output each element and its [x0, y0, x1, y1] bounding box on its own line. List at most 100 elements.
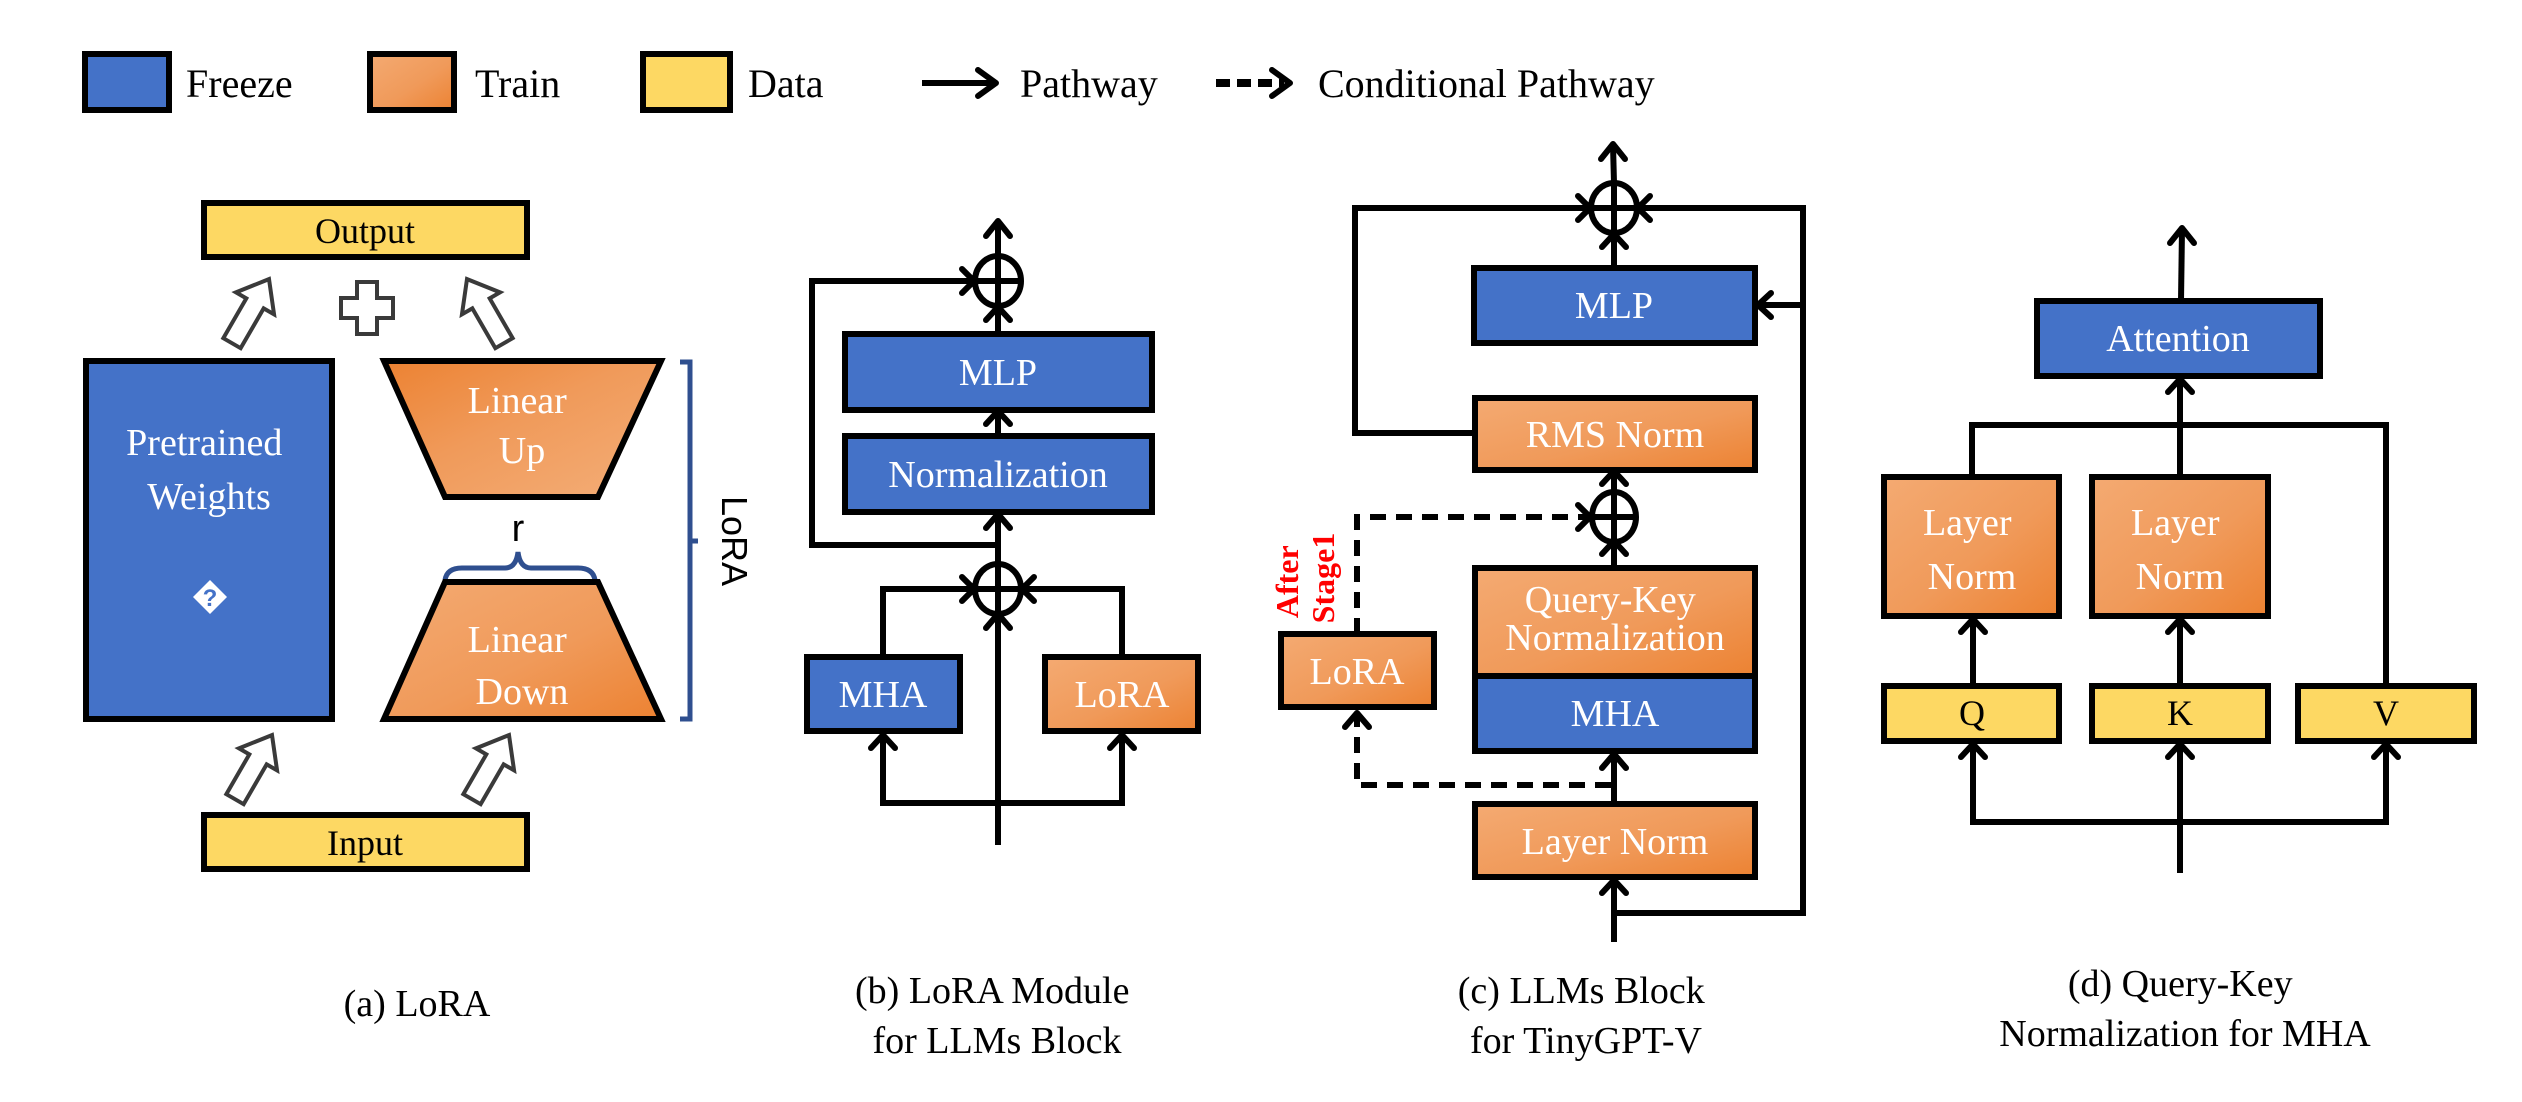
normalization-label: Normalization	[888, 454, 1107, 496]
mlp-box	[842, 331, 1155, 413]
panel-c-llms-block: Layer Norm MHA Query-Key Normalization L…	[1269, 141, 1806, 1062]
panel-a-lora: Output Pretrained Weights ? Linear Up r	[83, 200, 755, 1025]
lora-label: LoRA	[1075, 674, 1171, 716]
rank-brace	[442, 551, 598, 581]
legend-pathway-label: Pathway	[1020, 61, 1158, 106]
linear-up-line2: Up	[499, 430, 545, 472]
pretrained-label-line2: Weights	[147, 476, 271, 518]
q-label: Q	[1959, 693, 1985, 733]
layer-norm-label: Layer Norm	[1522, 821, 1709, 863]
dashed-arrow-icon	[1216, 67, 1293, 99]
annotation-line1: After	[1269, 546, 1305, 619]
branch-to-v	[2180, 745, 2389, 825]
legend-data-label: Data	[748, 61, 824, 106]
skip-connection	[809, 278, 998, 548]
layer-norm-k-label: Layer Norm	[2131, 502, 2229, 598]
linear-down-line2: Down	[476, 671, 569, 713]
panel-b-lora-module: MHA LoRA Normalization MLP (b) LoRA Modu…	[804, 218, 1201, 1062]
q-box	[1881, 683, 2062, 744]
panel-d-caption: (d) Query-Key Normalization for MHA	[1999, 963, 2371, 1055]
lora-label: LoRA	[1310, 651, 1406, 693]
mha-box	[804, 654, 963, 734]
legend: Freeze Train Data Pathway Conditional Pa…	[82, 51, 1655, 113]
linear-down-label: Linear Down	[468, 619, 577, 713]
legend-freeze-label: Freeze	[186, 61, 293, 106]
input-label: Input	[327, 823, 403, 863]
conditional-pathway-from-lora	[1354, 514, 1588, 634]
mha-to-add	[880, 586, 972, 656]
hollow-arrow-icon	[220, 276, 277, 351]
panel-d-qk-normalization: Q K V Layer Norm Layer Norm Attention (d…	[1881, 225, 2477, 1055]
attention-box	[2034, 298, 2323, 379]
add-icon	[1588, 180, 1640, 236]
mha-box	[1472, 673, 1758, 754]
output-box	[201, 200, 530, 260]
output-pathway	[1610, 144, 1617, 184]
output-pathway	[2178, 228, 2185, 302]
panel-c-caption-line2: for TinyGPT-V	[1470, 1020, 1703, 1062]
linear-up-line1: Linear	[468, 380, 568, 422]
branch-to-mha	[880, 736, 998, 806]
linear-down-trapezoid	[379, 579, 666, 722]
layer-norm-k-line2: Norm	[2136, 556, 2225, 598]
branch-to-q	[1970, 745, 2180, 825]
k-label: K	[2167, 693, 2193, 733]
v-label: V	[2373, 693, 2399, 733]
qk-normalization-label: Query-Key Normalization	[1505, 579, 1724, 659]
mha-label: MHA	[1571, 693, 1660, 735]
lora-bracket	[680, 359, 698, 722]
linear-up-label: Linear Up	[468, 380, 577, 472]
layer-norm-q-label: Layer Norm	[1923, 502, 2021, 598]
pretrained-weights-label: Pretrained Weights	[126, 422, 292, 518]
add-icon	[972, 561, 1024, 617]
qk-norm-line2: Normalization	[1505, 617, 1724, 659]
residual-right	[1614, 205, 1806, 916]
input-box	[201, 812, 530, 872]
legend-freeze: Freeze	[82, 51, 293, 113]
panel-d-caption-line2: Normalization for MHA	[1999, 1013, 2371, 1055]
add-icon	[1589, 489, 1639, 545]
panel-c-caption-line1: (c) LLMs Block	[1458, 970, 1705, 1012]
layer-norm-q-line1: Layer	[1923, 502, 2012, 544]
residual-left	[1352, 205, 1588, 436]
solid-arrow-icon	[922, 67, 999, 99]
linear-down-line1: Linear	[468, 619, 568, 661]
panel-b-caption: (b) LoRA Module for LLMs Block	[855, 970, 1139, 1062]
legend-train-label: Train	[475, 61, 560, 106]
panel-d-caption-line1: (d) Query-Key	[2068, 963, 2293, 1005]
legend-conditional-pathway: Conditional Pathway	[1216, 61, 1655, 106]
rank-label: r	[512, 508, 525, 550]
output-label: Output	[315, 211, 415, 251]
qk-norm-line1: Query-Key	[1525, 579, 1696, 621]
plus-icon	[339, 280, 395, 336]
linear-up-trapezoid	[379, 358, 666, 500]
panel-c-caption: (c) LLMs Block for TinyGPT-V	[1458, 970, 1714, 1062]
legend-data: Data	[640, 51, 824, 113]
layer-norm-q-box	[1881, 474, 2062, 619]
hollow-arrow-icon	[459, 276, 516, 351]
rms-norm-box	[1472, 395, 1758, 473]
branch-to-lora	[998, 736, 1125, 806]
hollow-arrow-icon	[223, 732, 280, 807]
data-swatch	[640, 51, 733, 113]
missing-glyph-mark: ?	[203, 585, 218, 612]
train-swatch	[367, 51, 457, 113]
lora-to-add	[1024, 586, 1125, 656]
conditional-pathway-to-lora	[1354, 715, 1611, 788]
annotation-line2: Stage1	[1305, 533, 1341, 624]
attention-label: Attention	[2106, 318, 2250, 360]
hollow-arrow-icon	[460, 732, 517, 807]
lora-bracket-label: LoRA	[714, 496, 755, 586]
panel-b-caption-line1: (b) LoRA Module	[855, 970, 1129, 1012]
legend-train: Train	[367, 51, 560, 113]
layer-norm-q-line2: Norm	[1928, 556, 2017, 598]
mlp-label: MLP	[1575, 285, 1653, 327]
layer-norm-k-line1: Layer	[2131, 502, 2220, 544]
panel-b-caption-line2: for LLMs Block	[872, 1020, 1121, 1062]
mha-label: MHA	[839, 674, 928, 716]
rms-norm-label: RMS Norm	[1526, 414, 1704, 456]
mlp-label: MLP	[959, 352, 1037, 394]
pretrained-weights-box	[83, 358, 335, 722]
panel-a-caption: (a) LoRA	[344, 983, 491, 1025]
